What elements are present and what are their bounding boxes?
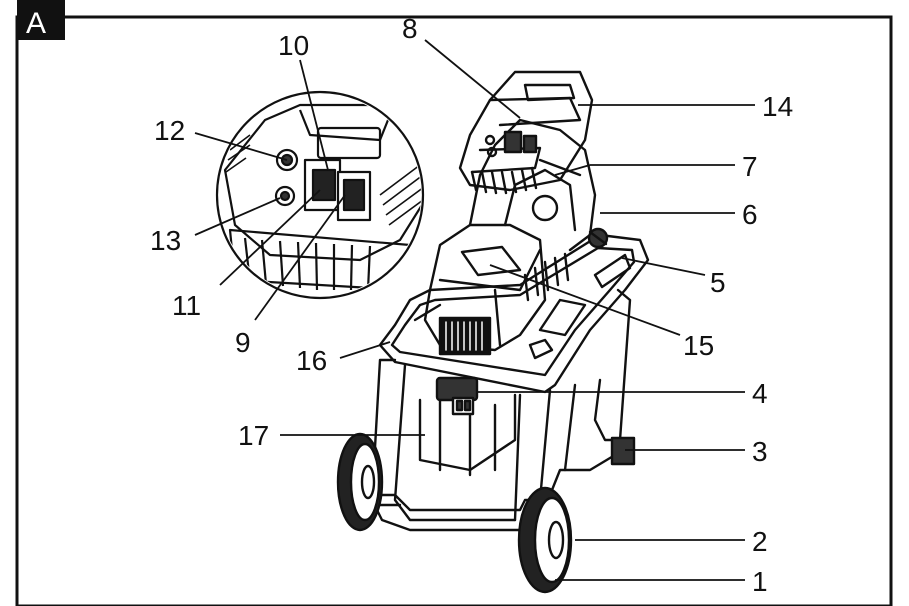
callout-6: 6 — [742, 199, 758, 230]
panel-label-box — [17, 0, 65, 40]
shredder-illustration — [336, 70, 650, 594]
callout-3: 3 — [752, 436, 768, 467]
leader-lines — [194, 39, 755, 581]
figure-frame — [15, 15, 893, 606]
callout-17: 17 — [238, 420, 269, 451]
callout-10: 10 — [278, 30, 309, 61]
callout-14: 14 — [762, 91, 793, 122]
callout-16: 16 — [296, 345, 327, 376]
callout-9: 9 — [235, 327, 251, 358]
callout-15: 15 — [683, 330, 714, 361]
callout-7: 7 — [742, 151, 758, 182]
callout-12: 12 — [154, 115, 185, 146]
callout-13: 13 — [150, 225, 181, 256]
callout-8: 8 — [402, 13, 418, 44]
callout-1: 1 — [752, 566, 768, 597]
callout-labels: 1 2 3 4 5 6 7 8 9 10 11 12 13 14 15 16 1… — [150, 13, 793, 597]
callout-11: 11 — [172, 290, 201, 321]
control-panel-inset — [215, 90, 425, 300]
callout-2: 2 — [752, 526, 768, 557]
panel-label: A — [26, 7, 46, 40]
callout-5: 5 — [710, 267, 726, 298]
callout-4: 4 — [752, 378, 768, 409]
